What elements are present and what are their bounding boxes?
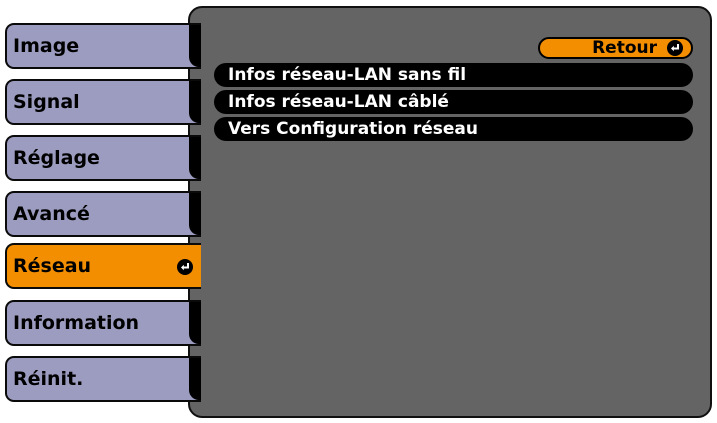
- tab-label: Information: [13, 312, 140, 334]
- tab-label: Réinit.: [13, 368, 84, 390]
- menu-item-wired-lan-info[interactable]: Infos réseau-LAN câblé: [214, 90, 693, 114]
- tab-image[interactable]: Image: [5, 23, 201, 69]
- tab-reinit[interactable]: Réinit.: [5, 356, 201, 402]
- enter-icon: [667, 40, 683, 56]
- menu-item-label: Vers Configuration réseau: [228, 119, 478, 139]
- tab-reseau[interactable]: Réseau: [5, 243, 201, 289]
- menu-item-label: Infos réseau-LAN sans fil: [228, 65, 467, 85]
- retour-button[interactable]: Retour: [538, 37, 693, 59]
- tab-label: Réseau: [13, 255, 92, 277]
- tab-avance[interactable]: Avancé: [5, 191, 201, 237]
- menu-item-network-configuration[interactable]: Vers Configuration réseau: [214, 117, 693, 141]
- tab-information[interactable]: Information: [5, 300, 201, 346]
- enter-icon: [177, 259, 193, 275]
- menu-item-label: Infos réseau-LAN câblé: [228, 92, 449, 112]
- tab-reglage[interactable]: Réglage: [5, 135, 201, 181]
- tab-signal[interactable]: Signal: [5, 79, 201, 125]
- tab-label: Réglage: [13, 147, 100, 169]
- tab-label: Image: [13, 35, 80, 57]
- tab-label: Signal: [13, 91, 80, 113]
- menu-item-wireless-lan-info[interactable]: Infos réseau-LAN sans fil: [214, 63, 693, 87]
- retour-label: Retour: [592, 38, 657, 58]
- tab-label: Avancé: [13, 203, 90, 225]
